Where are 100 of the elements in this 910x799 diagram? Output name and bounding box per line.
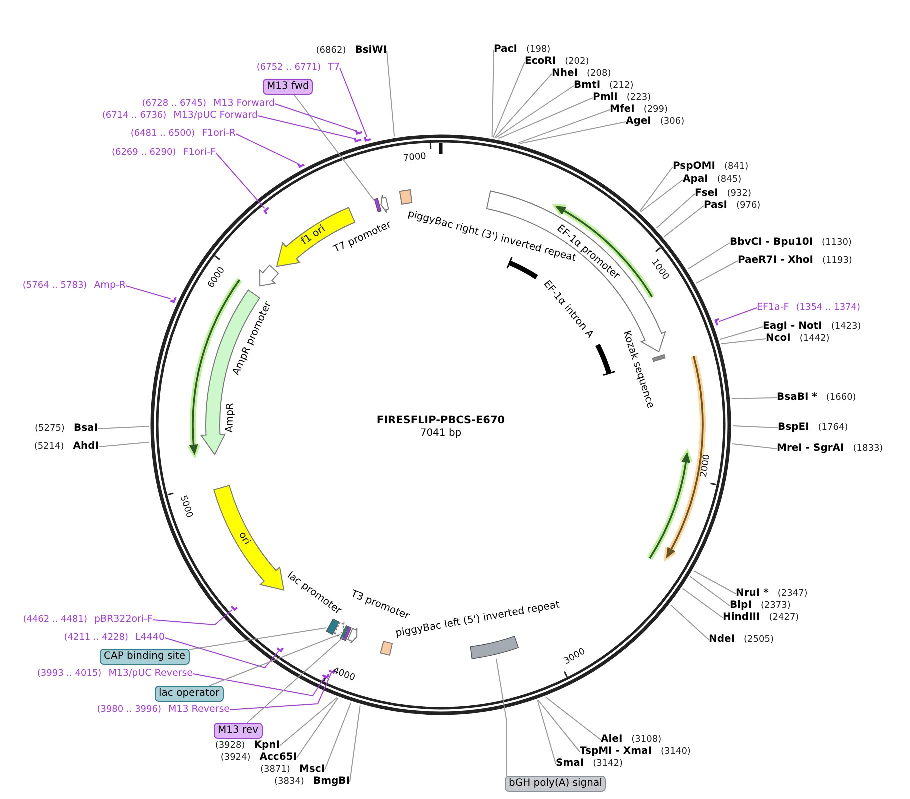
leader-line <box>152 610 233 626</box>
cut-position: (6862) <box>316 45 346 57</box>
enzyme-name: KpnI <box>254 740 280 752</box>
leader-line <box>280 697 338 746</box>
leader-line <box>189 627 328 650</box>
cut-position: (3834) <box>274 776 304 788</box>
primer-name: M13 Forward <box>213 98 275 110</box>
enzyme-name: ApaI <box>683 174 708 186</box>
feature-segment <box>343 626 352 642</box>
enzyme-name: EcoRI <box>525 56 556 68</box>
scale-label: 7000 <box>403 152 428 164</box>
feature-label: AmpR <box>224 402 238 433</box>
leader-line <box>518 110 610 144</box>
enzyme-name: PspOMI <box>673 161 716 173</box>
cut-position: (212) <box>610 80 634 92</box>
primer-position: (6728 .. 6745) <box>142 98 206 110</box>
enzyme-name: BmtI <box>574 80 601 92</box>
primer-mark <box>355 130 363 135</box>
leader-line <box>164 638 280 669</box>
primer-mark <box>170 297 177 304</box>
enzyme-name: AgeI <box>626 116 652 128</box>
cut-position: (1660) <box>826 392 856 404</box>
enzyme-name: Acc65I <box>260 752 297 764</box>
enzyme-name: NheI <box>552 68 578 80</box>
cut-position: (198) <box>526 44 551 56</box>
leader-line <box>732 443 778 450</box>
leader-line <box>537 700 556 764</box>
leader-line <box>496 658 508 776</box>
enzyme-name: NdeI <box>709 634 736 646</box>
cut-position: (2347) <box>778 588 808 600</box>
enzyme-name: BbvCI - Bpu10I <box>730 237 814 249</box>
enzyme-name: AleI <box>601 734 623 746</box>
primer-name: T7 <box>328 62 340 74</box>
feature-tag: lac operator <box>155 686 224 702</box>
cut-position: (932) <box>727 188 752 200</box>
primer-position: (3980 .. 3996) <box>97 704 162 716</box>
leader-line <box>216 152 266 210</box>
leader-line <box>494 74 552 138</box>
scale-label: 5000 <box>178 494 194 520</box>
primer-mark <box>297 163 306 168</box>
cut-position: (2373) <box>760 600 791 612</box>
cut-position: (1764) <box>818 422 848 434</box>
primer-position: (3993 .. 4015) <box>37 668 102 680</box>
primer-mark <box>230 606 238 611</box>
leader-line <box>236 134 299 164</box>
primer-name: pBR322ori-F <box>94 614 153 626</box>
cut-position: (1423) <box>831 321 862 333</box>
cut-position: (306) <box>660 116 685 128</box>
leader-line <box>640 166 674 212</box>
feature-label: f1 ori <box>299 224 328 248</box>
cut-position: (202) <box>565 56 590 68</box>
feature-segment <box>340 625 349 640</box>
leader-line <box>258 116 356 140</box>
primer-position: (1354 .. 1374) <box>796 302 861 314</box>
leader-line <box>519 122 626 144</box>
primer-mark <box>322 674 330 679</box>
primer-mark <box>276 648 284 652</box>
primer-mark <box>354 138 362 142</box>
enzyme-name: MfeI <box>610 104 635 116</box>
primer-name: F1ori-F <box>183 147 216 159</box>
primer-position: (6714 .. 6736) <box>102 110 167 122</box>
cut-position: (5275) <box>35 423 65 435</box>
cut-position: (1833) <box>853 443 884 455</box>
sequence-length: 7041 bp <box>420 428 462 440</box>
leader-line <box>294 94 376 202</box>
feature-segment <box>326 618 340 636</box>
cut-position: (2427) <box>769 612 800 624</box>
leader-line <box>246 637 344 724</box>
cut-position: (3928) <box>215 740 246 752</box>
primer-position: (6481 .. 6500) <box>130 128 196 140</box>
leader-line <box>386 50 396 138</box>
enzyme-name: FseI <box>695 188 718 200</box>
cut-position: (208) <box>587 68 612 80</box>
leader-line <box>495 86 574 139</box>
primer-name: Amp-R <box>94 280 126 292</box>
leader-line <box>690 576 730 606</box>
cut-position: (845) <box>717 174 742 186</box>
primer-position: (5764 .. 5783) <box>22 280 88 292</box>
primer-position: (4211 .. 4228) <box>64 632 129 644</box>
leader-line <box>296 698 339 758</box>
enzyme-name: PacI <box>494 44 518 56</box>
feature-segment <box>374 198 382 212</box>
cut-position: (3924) <box>220 752 251 764</box>
cut-position: (1193) <box>822 255 852 267</box>
enzyme-name: PaeR7I - XhoI <box>738 255 814 267</box>
cut-position: (976) <box>736 200 761 212</box>
leader-line <box>718 308 758 322</box>
cut-position: (5214) <box>34 441 64 453</box>
leader-line <box>324 702 352 770</box>
cut-position: (223) <box>626 92 652 104</box>
enzyme-name: BmgBI <box>313 776 350 788</box>
primer-mark <box>714 318 720 326</box>
map-title: FIRESFLIP-PBCS-E670 <box>376 414 506 428</box>
feature-tag: bGH poly(A) signal <box>505 776 606 792</box>
primer-position: (6752 .. 6771) <box>256 62 322 74</box>
primer-mark <box>264 207 270 215</box>
cut-position: (3140) <box>661 746 691 758</box>
cut-position: (3108) <box>632 734 662 746</box>
leader-line <box>693 570 736 594</box>
leader-line <box>721 338 766 345</box>
